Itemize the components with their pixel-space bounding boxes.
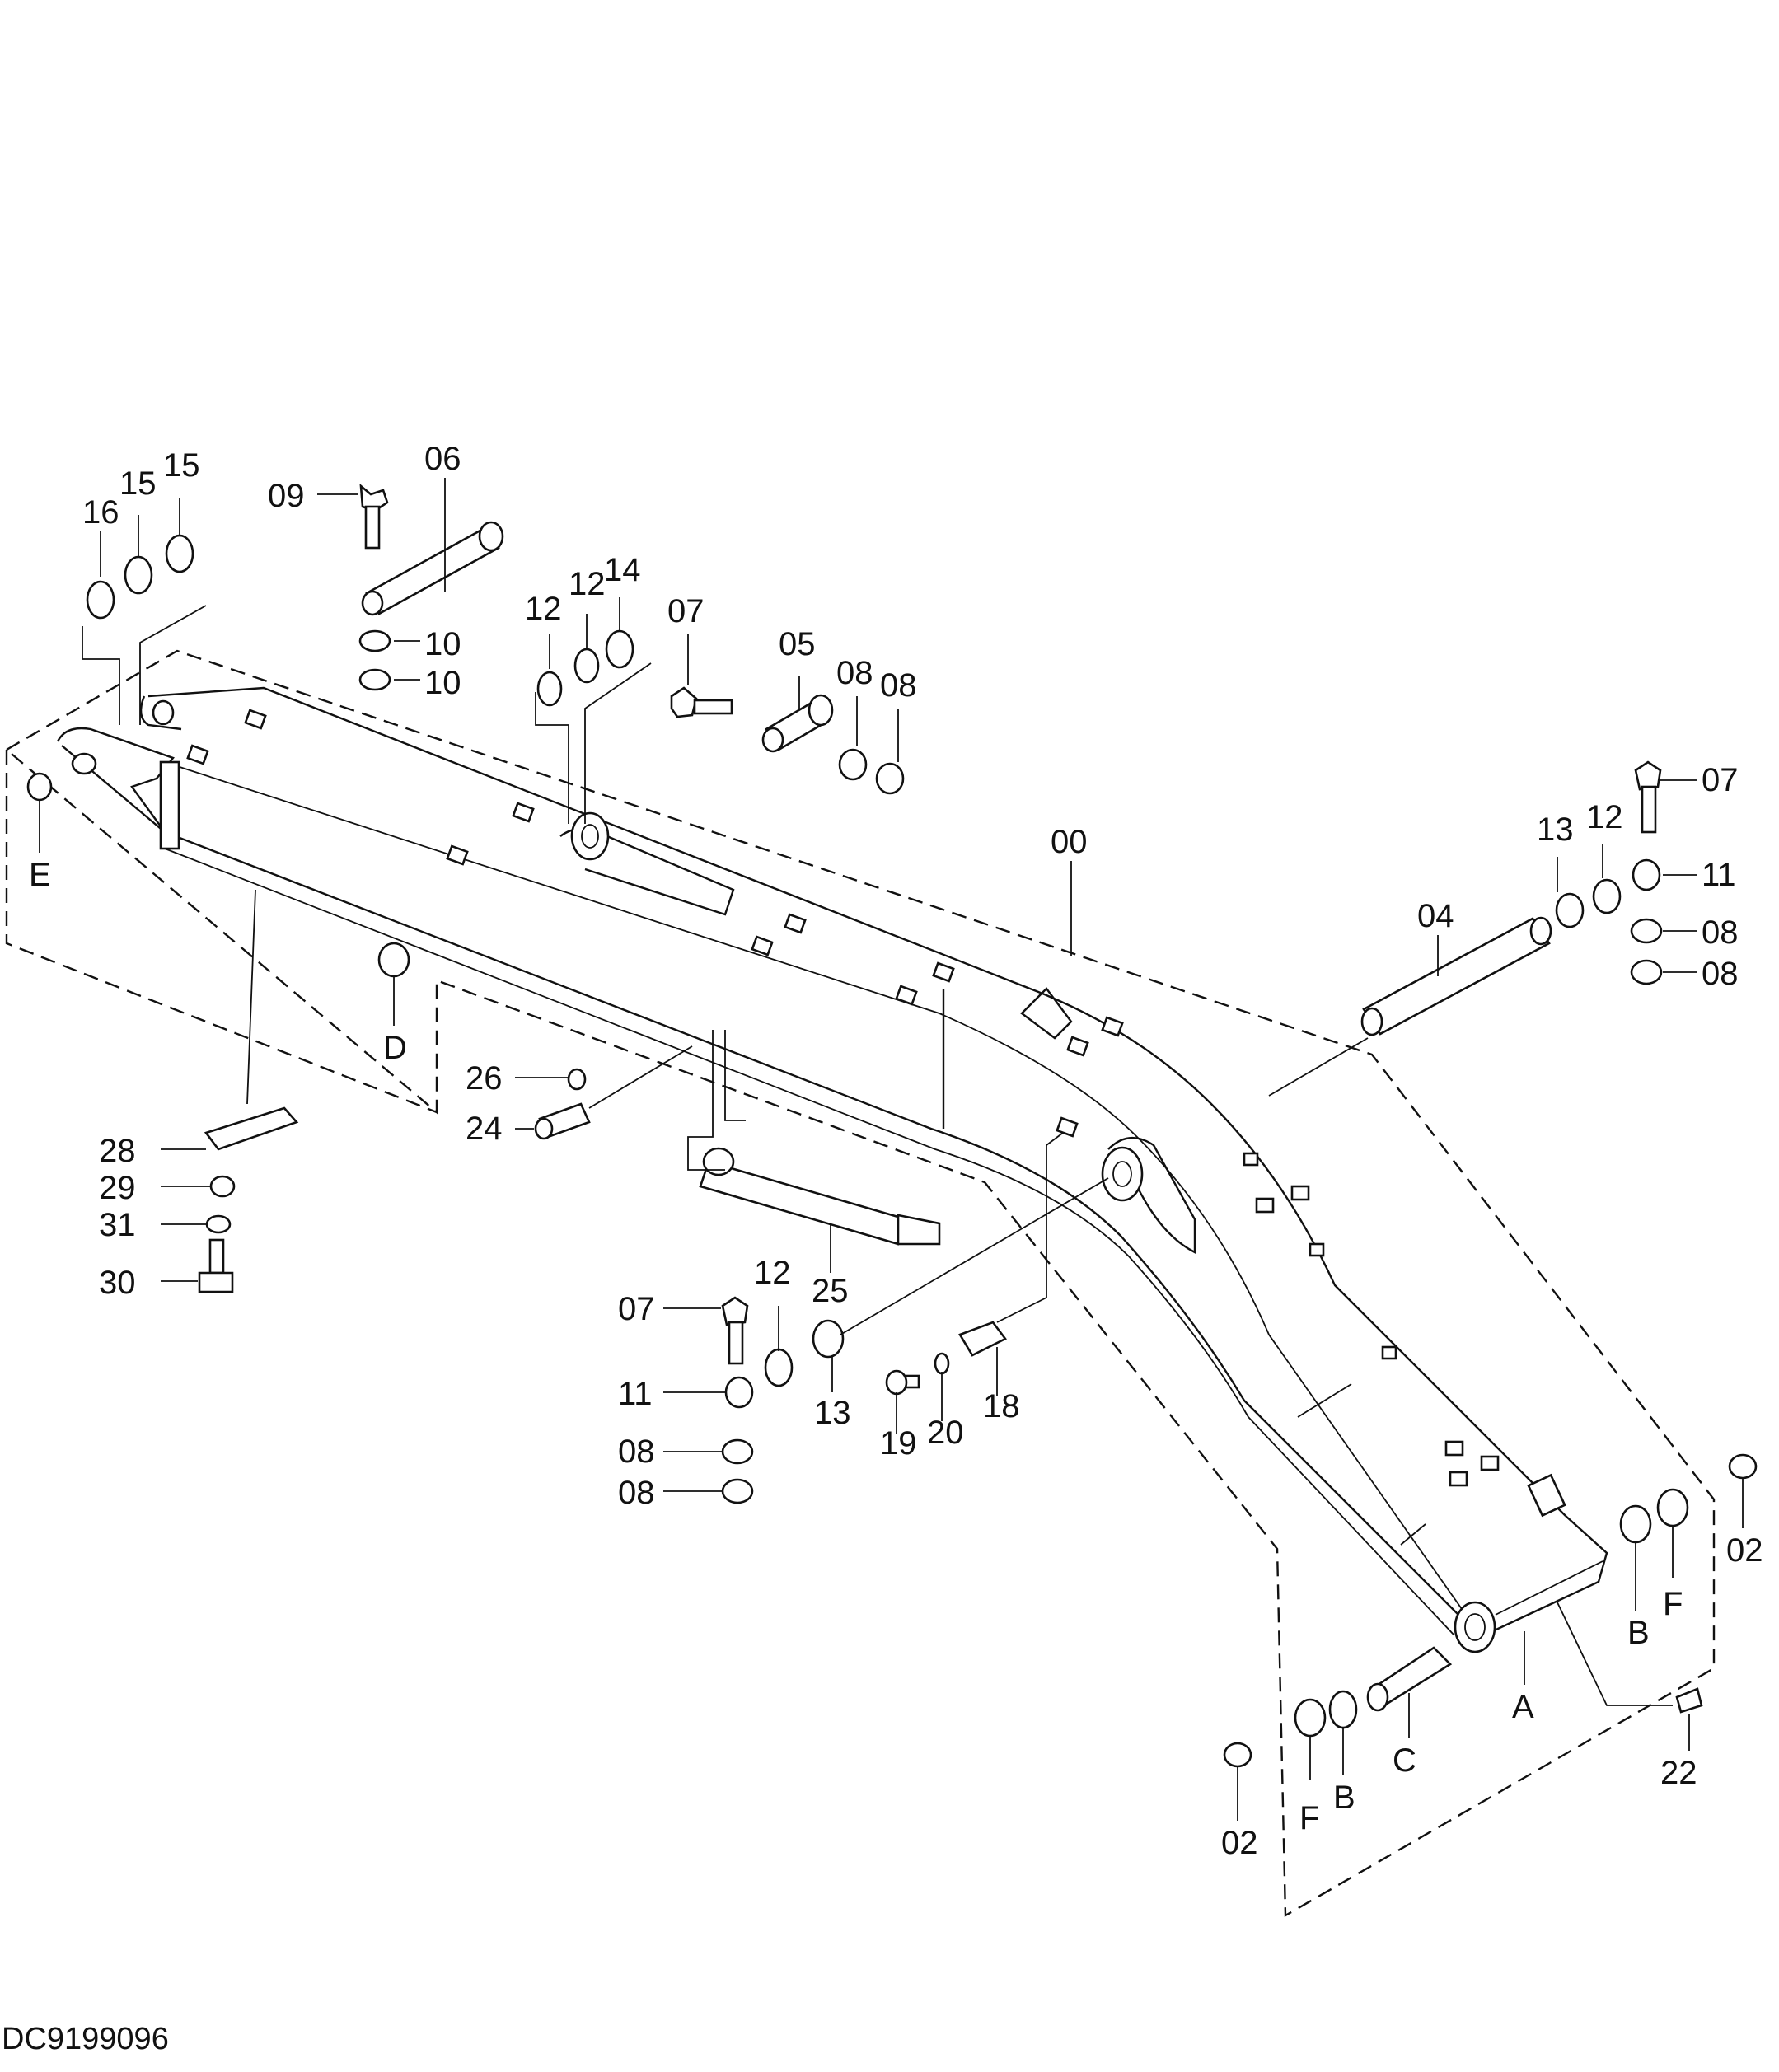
callout-B: B (1333, 1780, 1355, 1816)
callout-06: 06 (424, 441, 461, 477)
callout-31: 31 (99, 1207, 136, 1243)
boom-body (56, 686, 1608, 1653)
cylinder-25 (699, 1147, 941, 1246)
callout-F: F (1299, 1800, 1319, 1836)
callout-07: 07 (1702, 762, 1739, 798)
bolt-09 (359, 484, 389, 550)
nuts-08-top (838, 748, 905, 795)
pin-06 (361, 521, 504, 616)
callout-13: 13 (1537, 811, 1574, 848)
leader-lines (39, 478, 1744, 1821)
callout-B: B (1627, 1615, 1650, 1651)
callout-05: 05 (779, 626, 816, 662)
left-bolt-group (721, 1296, 845, 1504)
plate-28-group (198, 1106, 299, 1293)
callout-12: 12 (1586, 799, 1623, 835)
callout-E: E (29, 857, 51, 893)
callout-02: 02 (1726, 1532, 1763, 1569)
pin-05 (761, 694, 834, 753)
callout-25: 25 (812, 1273, 849, 1309)
callout-12: 12 (569, 566, 606, 602)
callout-11: 11 (618, 1376, 653, 1412)
callout-14: 14 (604, 552, 641, 588)
callout-08: 08 (1702, 956, 1739, 992)
callout-08: 08 (618, 1434, 655, 1470)
assembly-boundary-upper (4, 649, 1716, 1918)
callout-11: 11 (1702, 857, 1736, 893)
callout-10: 10 (424, 665, 461, 701)
callout-24: 24 (466, 1111, 503, 1147)
callout-08: 08 (618, 1475, 655, 1511)
drawing-code: DC9199096 (2, 2022, 169, 2056)
callout-A: A (1512, 1689, 1534, 1725)
callout-02: 02 (1221, 1825, 1258, 1861)
callout-28: 28 (99, 1133, 136, 1169)
callout-08: 08 (836, 655, 873, 691)
callout-26: 26 (466, 1060, 503, 1097)
fitting-24-26 (534, 1068, 591, 1140)
callout-00: 00 (1051, 824, 1088, 860)
clamp-18-group (885, 1321, 1007, 1396)
nuts-10 (358, 629, 391, 691)
assembly-boundary-left-box (5, 750, 438, 1114)
callout-07: 07 (667, 593, 705, 629)
callout-20: 20 (927, 1415, 964, 1451)
callout-29: 29 (99, 1170, 136, 1206)
callout-16: 16 (82, 494, 119, 531)
callout-19: 19 (880, 1425, 917, 1462)
callout-07: 07 (618, 1291, 655, 1327)
callout-C: C (1393, 1742, 1416, 1779)
callout-08: 08 (1702, 914, 1739, 951)
washers-12-14 (536, 629, 634, 707)
callout-15: 15 (119, 465, 157, 502)
right-bolt-group (1555, 760, 1663, 985)
callout-09: 09 (268, 478, 305, 514)
bushing-E (26, 772, 53, 802)
callout-18: 18 (983, 1388, 1020, 1424)
callout-12: 12 (525, 591, 562, 627)
callout-F: F (1663, 1586, 1683, 1622)
callout-10: 10 (424, 626, 461, 662)
callout-D: D (383, 1030, 407, 1066)
callout-04: 04 (1417, 898, 1454, 934)
washers-15-16 (86, 534, 194, 620)
callout-12: 12 (754, 1255, 791, 1291)
callout-08: 08 (880, 667, 917, 704)
callout-15: 15 (163, 447, 200, 484)
foot-pin-group (1223, 1453, 1758, 1768)
callout-22: 22 (1660, 1755, 1697, 1791)
callout-30: 30 (99, 1265, 136, 1301)
callout-labels: 00 02 02 04 05 06 07 07 07 08 08 08 08 0… (29, 441, 1763, 1861)
pin-04 (1360, 916, 1552, 1036)
bushing-D (377, 942, 410, 978)
bolt-07-top (670, 686, 733, 718)
callout-13: 13 (814, 1395, 851, 1431)
hose-clamps (186, 709, 1566, 1518)
